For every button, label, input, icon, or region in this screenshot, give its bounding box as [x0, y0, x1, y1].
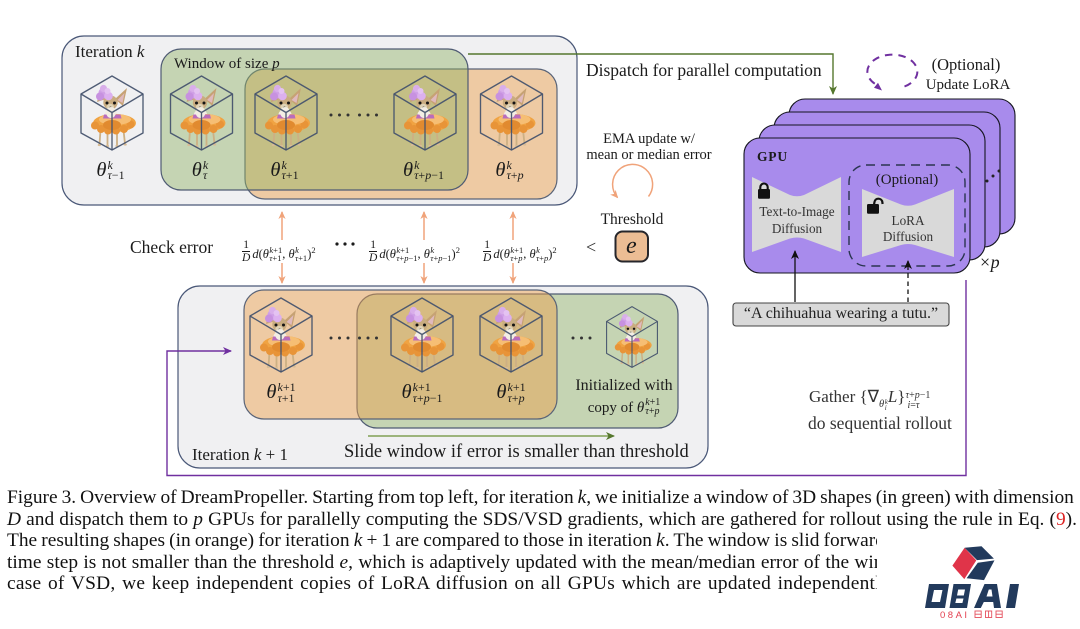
svg-text:08AI: 08AI — [940, 610, 970, 621]
